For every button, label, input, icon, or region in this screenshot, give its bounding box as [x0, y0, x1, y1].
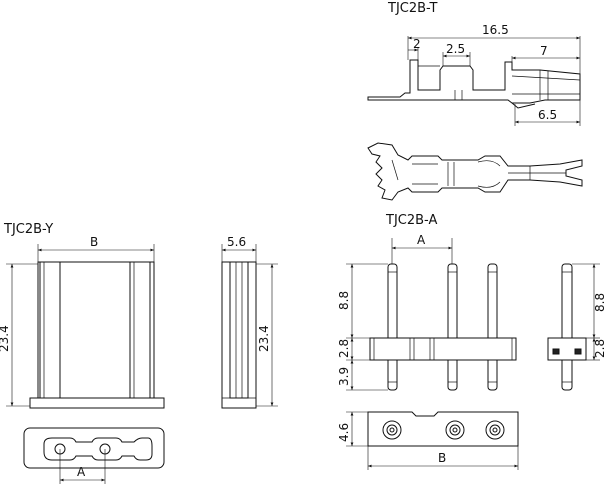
header-side-view: 8.8 2.8 [547, 263, 606, 391]
dim-t-overall: 16.5 [482, 23, 509, 37]
dim-t-right: 7 [540, 44, 548, 58]
terminal-top-view [367, 142, 583, 201]
dim-a-bottom: 3.9 [337, 367, 351, 386]
title-tjc2b-y: TJC2B-Y [3, 222, 53, 237]
housing-bottom-view: A [23, 427, 165, 484]
dim-a-pitch: A [417, 233, 426, 247]
dim-y-side-width: 5.6 [227, 235, 246, 249]
dim-y-pitch: A [77, 465, 86, 479]
housing-front-view: B 23.4 [0, 235, 165, 409]
dim-y-width: B [90, 235, 98, 249]
title-tjc2b-a: TJC2B-A [385, 213, 437, 228]
dim-a-length: B [438, 451, 446, 465]
dim-t-bottom: 6.5 [538, 108, 557, 122]
dim-a-top: 8.8 [337, 291, 351, 310]
header-top-view: 4.6 B [337, 411, 519, 470]
header-front-view: A 8.8 2.8 3.9 [337, 233, 517, 391]
dim-a-side-body: 2.8 [593, 339, 606, 358]
terminal-side-view [367, 59, 581, 109]
header-tjc2b-a: TJC2B-A A [337, 213, 606, 470]
dim-a-height: 4.6 [337, 423, 351, 442]
terminal-dimensions: 16.5 2 2.5 7 6.5 [407, 23, 581, 126]
title-tjc2b-t: TJC2B-T [387, 1, 438, 16]
dim-t-mid: 2.5 [446, 42, 465, 56]
housing-tjc2b-y: TJC2B-Y B 23.4 [0, 222, 278, 484]
dim-a-side-top: 8.8 [593, 293, 606, 312]
dim-t-left: 2 [413, 37, 421, 51]
terminal-tjc2b-t: TJC2B-T 16.5 2 2.5 [367, 1, 583, 201]
dim-y-height: 23.4 [0, 325, 11, 352]
dim-a-body: 2.8 [337, 339, 351, 358]
housing-side-view: 5.6 23.4 [221, 235, 278, 409]
dim-y-side-height: 23.4 [257, 325, 271, 352]
